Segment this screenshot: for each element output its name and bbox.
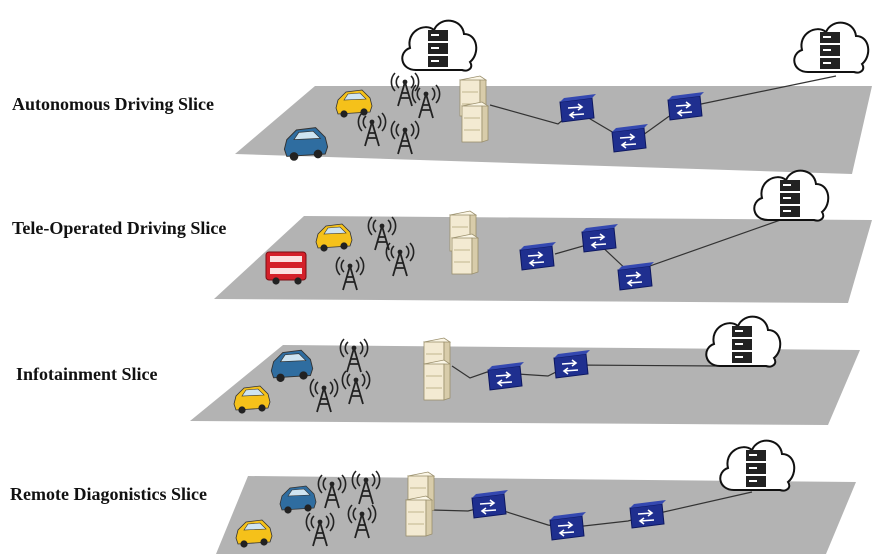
network-switch-icon [519, 241, 557, 271]
cloud-server-icon [401, 19, 478, 72]
slice-plane [190, 345, 860, 425]
slice-plane [216, 476, 856, 554]
cloud-server-icon [753, 169, 830, 222]
server-rack-icon [405, 495, 433, 537]
network-switch-icon [553, 349, 591, 379]
cloud-server-icon [705, 315, 782, 368]
network-switch-icon [549, 511, 587, 541]
slice-remote-diagonistics [216, 439, 856, 554]
slice-infotainment [190, 315, 860, 425]
network-switch-icon [559, 93, 597, 123]
slice-tele-operated-driving [214, 169, 872, 303]
network-switch-icon [611, 123, 649, 153]
server-rack-icon [451, 233, 479, 275]
network-switch-icon [629, 499, 667, 529]
server-rack-icon [423, 359, 451, 401]
slice-label-remote-diagonistics: Remote Diagonistics Slice [10, 484, 207, 504]
slice-plane [235, 86, 872, 174]
server-rack-icon [461, 101, 489, 143]
bus-icon [265, 251, 307, 286]
network-switch-icon [487, 361, 525, 391]
slice-label-infotainment: Infotainment Slice [16, 364, 158, 384]
slice-autonomous-driving [235, 19, 872, 174]
network-switch-icon [667, 91, 705, 121]
slice-label-autonomous-driving: Autonomous Driving Slice [12, 94, 215, 114]
links [554, 217, 787, 274]
network-switch-icon [581, 223, 619, 253]
slice-label-tele-operated-driving: Tele-Operated Driving Slice [12, 218, 227, 238]
cloud-server-icon [793, 21, 870, 74]
network-switch-icon [471, 489, 509, 519]
network-switch-icon [617, 261, 655, 291]
cloud-server-icon [719, 439, 796, 492]
